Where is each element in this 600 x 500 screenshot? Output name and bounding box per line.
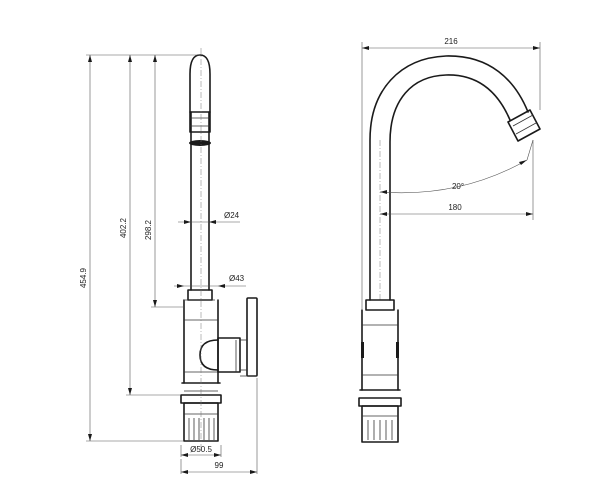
side-handle-block (217, 337, 241, 373)
dim-total-height: 454.9 (79, 267, 88, 288)
dim-body-to-spout: 298.2 (144, 219, 153, 240)
dim-depth: 99 (215, 461, 224, 470)
front-base-flange (358, 397, 402, 407)
dim-base-diameter: Ø50.5 (190, 445, 212, 454)
front-body-left-mark (361, 342, 364, 358)
front-body-right-mark (396, 342, 399, 358)
side-handle-cartridge (199, 339, 219, 371)
side-aerator-outlet (189, 140, 211, 146)
dim-spout-angle: 20° (452, 182, 464, 191)
front-view: 216 180 20° (358, 37, 541, 443)
front-threaded-shank (361, 405, 399, 443)
dim-spout-diameter: Ø24 (224, 211, 240, 220)
side-spout-pipe (189, 54, 211, 291)
side-lever (246, 297, 258, 377)
dim-overall-width: 216 (444, 37, 458, 46)
front-spout-inner (389, 74, 511, 301)
dim-base-to-spout: 402.2 (119, 217, 128, 238)
side-view: 454.9 402.2 298.2 Ø24 Ø43 Ø50.5 (79, 48, 258, 474)
front-spout-outer (369, 55, 529, 301)
dim-reach: 180 (448, 203, 462, 212)
front-aerator (507, 109, 541, 142)
side-neck (187, 289, 213, 301)
front-body (361, 309, 399, 391)
front-neck (365, 299, 395, 311)
side-aerator (189, 111, 211, 133)
dim-body-diameter: Ø43 (229, 274, 245, 283)
